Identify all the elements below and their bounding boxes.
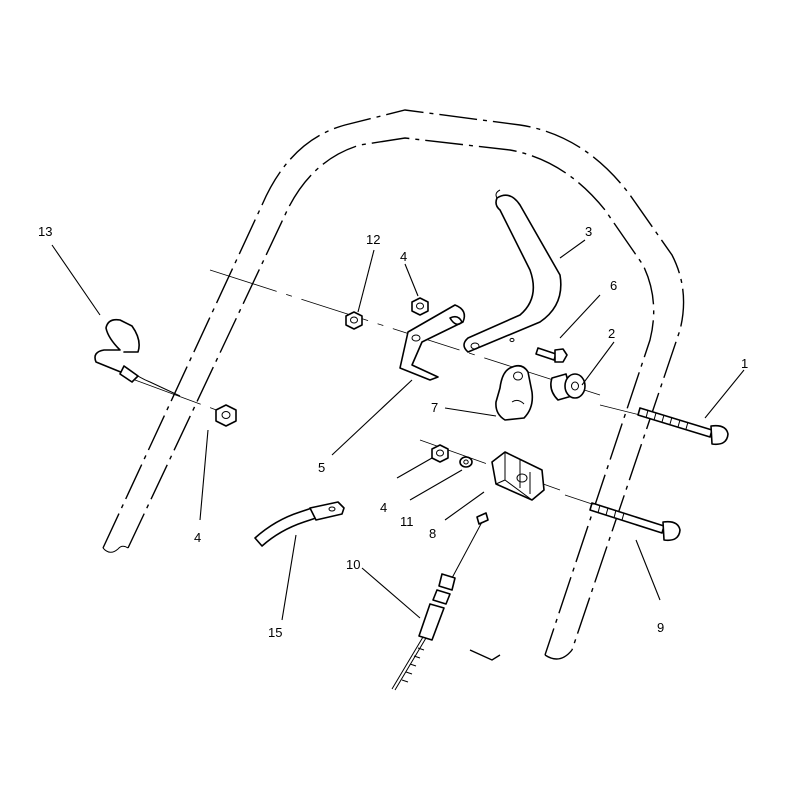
callout-7: 7 xyxy=(431,400,438,415)
handle-phantom-outline xyxy=(102,109,685,661)
cable-block-part-8 xyxy=(491,451,545,501)
callout-5: 5 xyxy=(318,460,325,475)
lever-part-3 xyxy=(463,189,562,353)
callout-numbers: 1 2 3 4 4 4 5 6 7 8 9 10 11 12 13 15 xyxy=(38,224,748,640)
callout-9: 9 xyxy=(657,620,664,635)
callout-11: 11 xyxy=(400,514,414,529)
callout-6: 6 xyxy=(610,278,617,293)
callout-3: 3 xyxy=(585,224,592,239)
flange-nut-part-12 xyxy=(345,311,363,330)
handle-clip-part-13 xyxy=(94,318,181,397)
pivot-block-part-7 xyxy=(495,364,534,421)
nut-upper-part-4 xyxy=(411,297,429,316)
callout-1: 1 xyxy=(741,356,748,371)
callout-4-upper: 4 xyxy=(400,249,407,264)
carriage-bolt-part-1 xyxy=(637,407,729,446)
callout-4-left: 4 xyxy=(194,530,201,545)
nut-left-part-4 xyxy=(215,404,237,427)
nut-lower-part-4 xyxy=(431,444,449,463)
bracket-part-5 xyxy=(399,304,466,381)
callout-13: 13 xyxy=(38,224,52,239)
knob-part-2 xyxy=(550,373,586,401)
callout-2: 2 xyxy=(608,326,615,341)
callout-8: 8 xyxy=(429,526,436,541)
tie-part-15 xyxy=(254,501,345,547)
callout-12: 12 xyxy=(366,232,380,247)
callout-10: 10 xyxy=(346,557,360,572)
cable-part-10 xyxy=(391,512,489,691)
bolt-part-6 xyxy=(535,347,568,363)
callout-4-lower: 4 xyxy=(380,500,387,515)
callout-15: 15 xyxy=(268,625,282,640)
leader-lines xyxy=(51,239,745,621)
carriage-bolt-part-9 xyxy=(589,502,681,542)
washer-part-11 xyxy=(459,456,473,468)
